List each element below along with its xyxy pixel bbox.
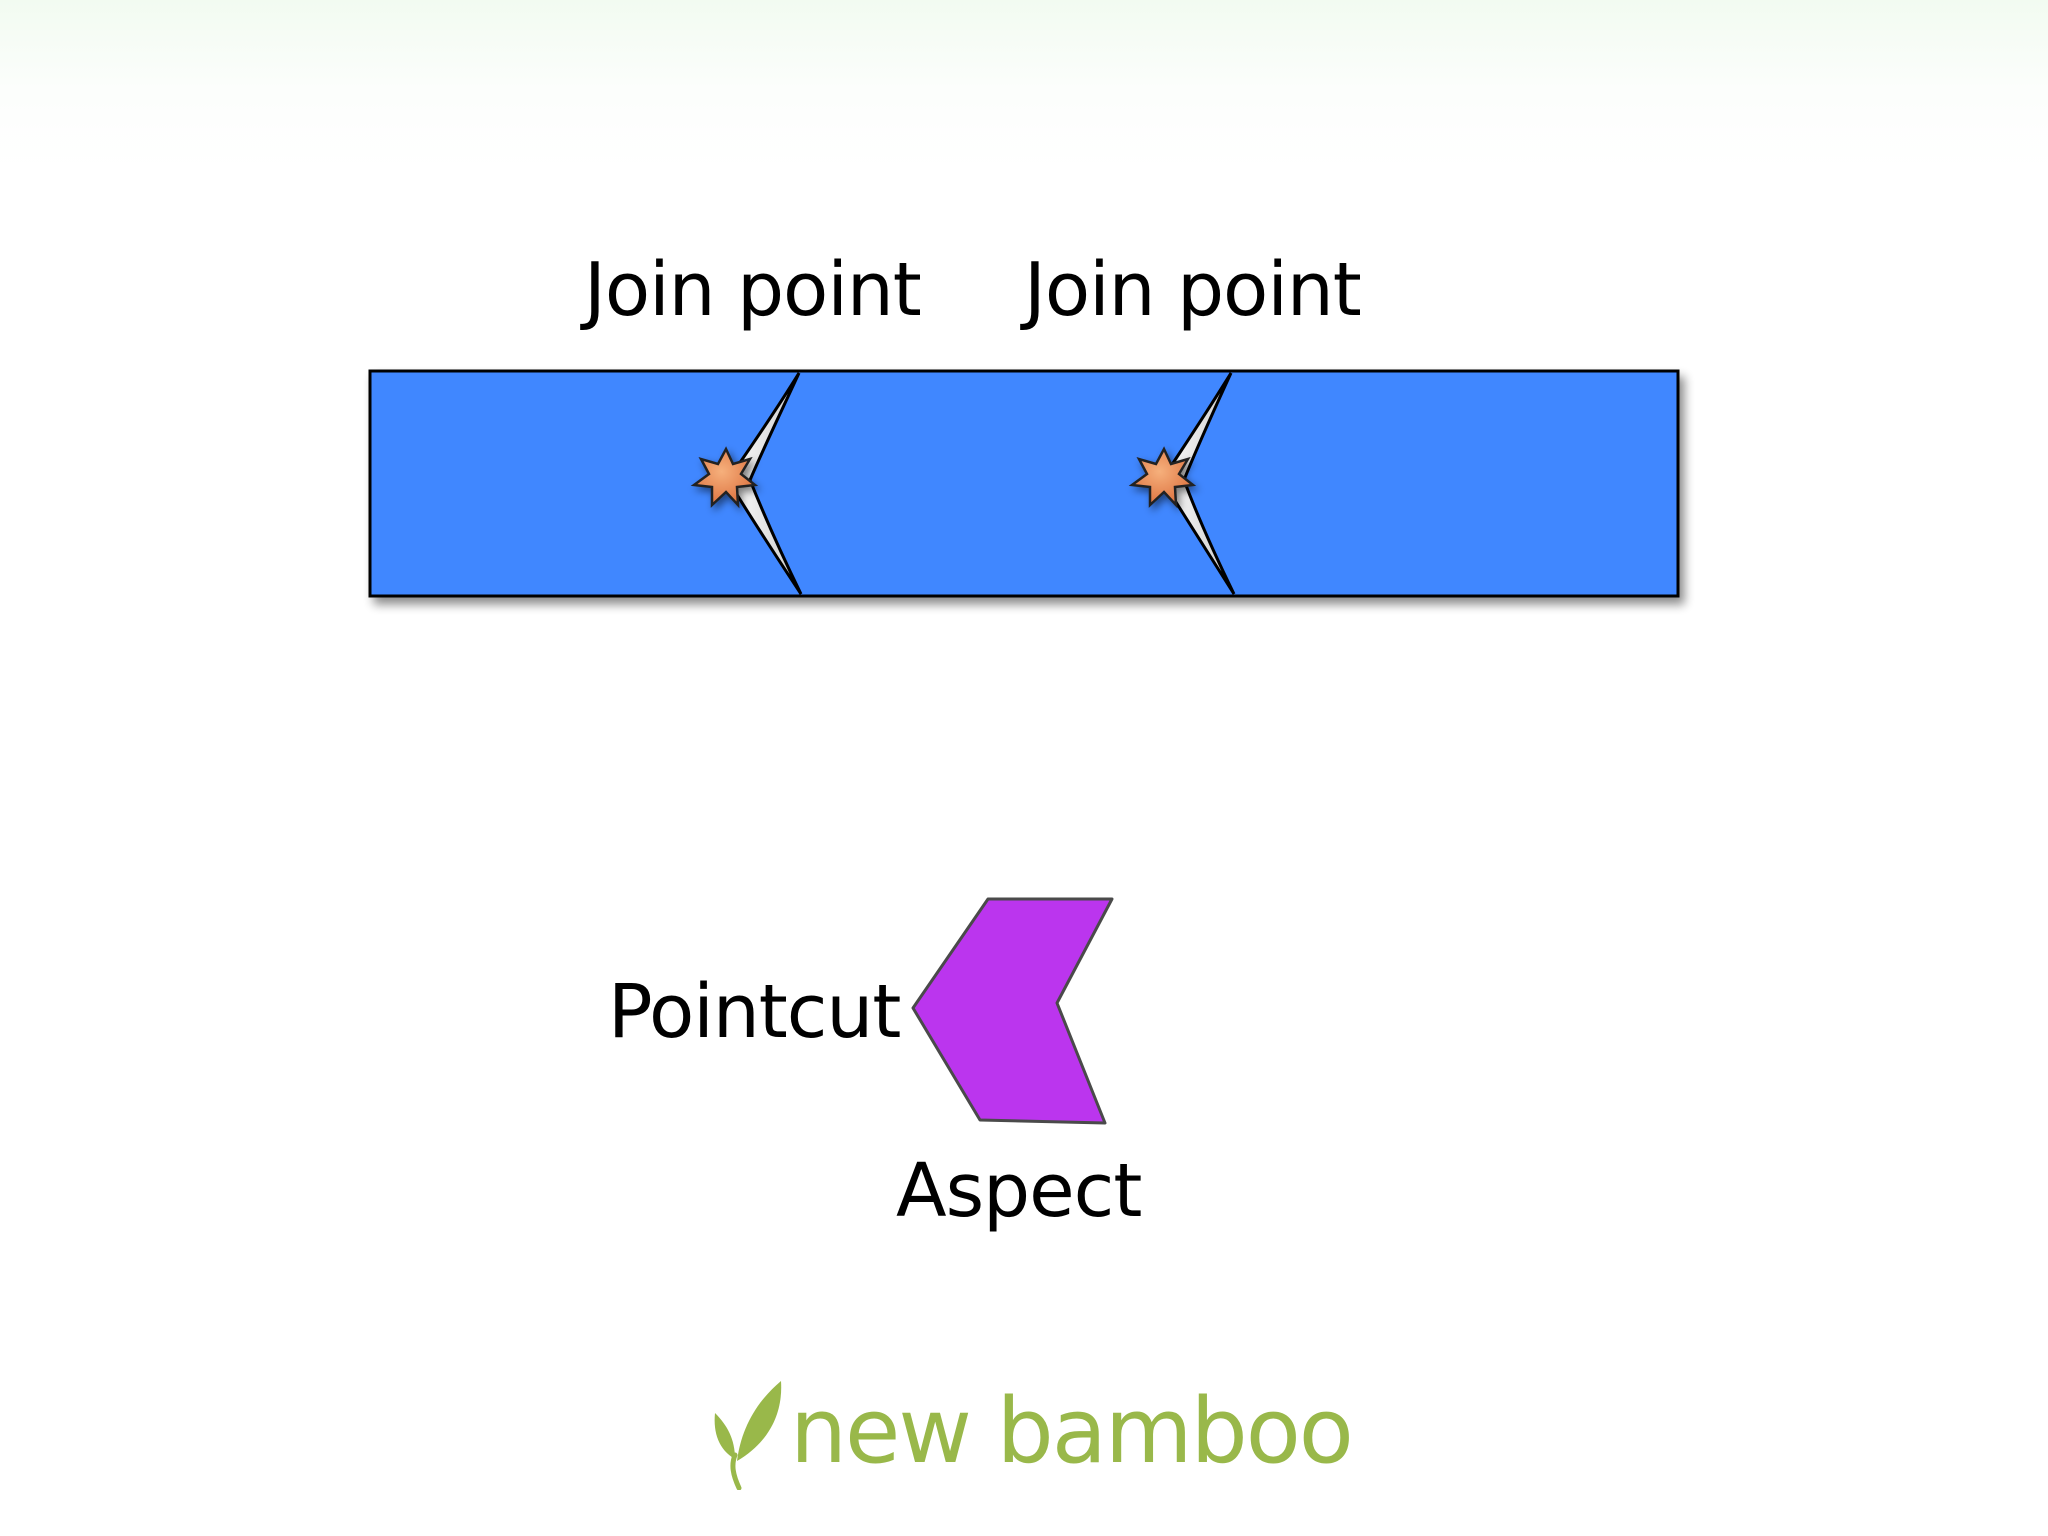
join-point-label-2: Join point	[1024, 247, 1362, 333]
join-point-1	[690, 372, 803, 595]
join-point-2	[1128, 372, 1236, 595]
star-burst-icon-2	[1128, 446, 1197, 509]
pointcut-label: Pointcut	[608, 969, 901, 1055]
band-rect	[368, 369, 1680, 598]
program-flow-band	[368, 369, 1680, 598]
join-point-label-1: Join point	[584, 247, 922, 333]
aspect-shape	[911, 897, 1114, 1125]
aspect-label: Aspect	[896, 1148, 1142, 1234]
star-burst-icon-1	[690, 446, 759, 509]
logo-text: new bamboo	[790, 1379, 1354, 1484]
new-bamboo-logo: new bamboo	[705, 1375, 1354, 1505]
bamboo-sprout-icon	[714, 1381, 782, 1490]
